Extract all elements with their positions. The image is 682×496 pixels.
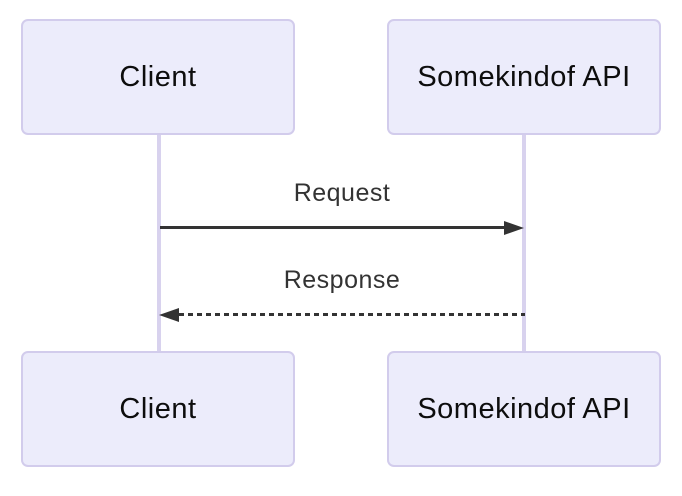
message-label-request: Request [293, 179, 391, 207]
response-arrow-line [179, 313, 525, 316]
actor-box-api-top: Somekindof API [387, 19, 661, 135]
lifeline-api [522, 135, 526, 351]
actor-box-client-top: Client [21, 19, 295, 135]
response-arrowhead-icon [159, 308, 179, 322]
actor-label-client: Client [119, 60, 197, 93]
actor-label-api: Somekindof API [417, 392, 631, 425]
request-arrowhead-icon [504, 221, 524, 235]
message-label-response: Response [283, 266, 401, 294]
actor-box-api-bottom: Somekindof API [387, 351, 661, 467]
actor-box-client-bottom: Client [21, 351, 295, 467]
lifeline-client [157, 135, 161, 351]
request-arrow-line [160, 226, 506, 229]
actor-label-client: Client [119, 392, 197, 425]
actor-label-api: Somekindof API [417, 60, 631, 93]
